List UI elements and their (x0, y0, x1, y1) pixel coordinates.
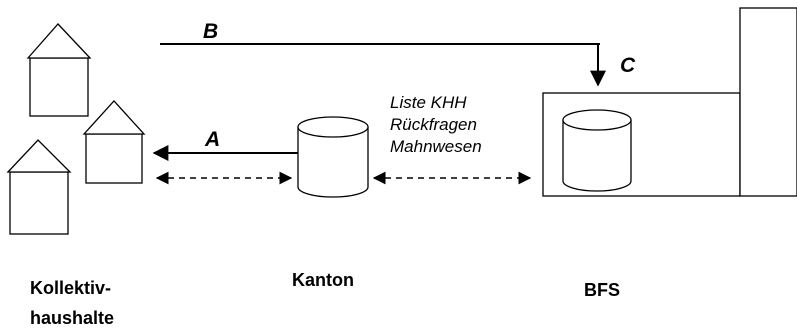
kollektivhaushalte-label-line: haushalte (30, 308, 115, 328)
arrow-b-label: B (203, 20, 219, 43)
flow-note-line: Liste KHH (390, 93, 467, 112)
bfs-database-icon (562, 109, 632, 192)
kollektivhaushalte-label: Kollektiv- haushalte (30, 273, 114, 333)
house-icon-middle (82, 100, 146, 184)
flow-note-line: Mahnwesen (390, 137, 482, 156)
bfs-label: BFS (584, 280, 620, 300)
bfs-tower (739, 7, 797, 197)
flow-note: Liste KHH Rückfragen Mahnwesen (390, 92, 482, 158)
kollektivhaushalte-label-line: Kollektiv- (30, 278, 112, 298)
house-icon-bottom (6, 139, 72, 235)
house-icon-top (26, 23, 92, 117)
kanton-database-icon (297, 116, 369, 198)
arrow-a-label: A (205, 128, 221, 151)
arrow-c-label: C (620, 54, 636, 77)
flow-note-line: Rückfragen (390, 115, 477, 134)
kanton-label: Kanton (292, 270, 354, 290)
